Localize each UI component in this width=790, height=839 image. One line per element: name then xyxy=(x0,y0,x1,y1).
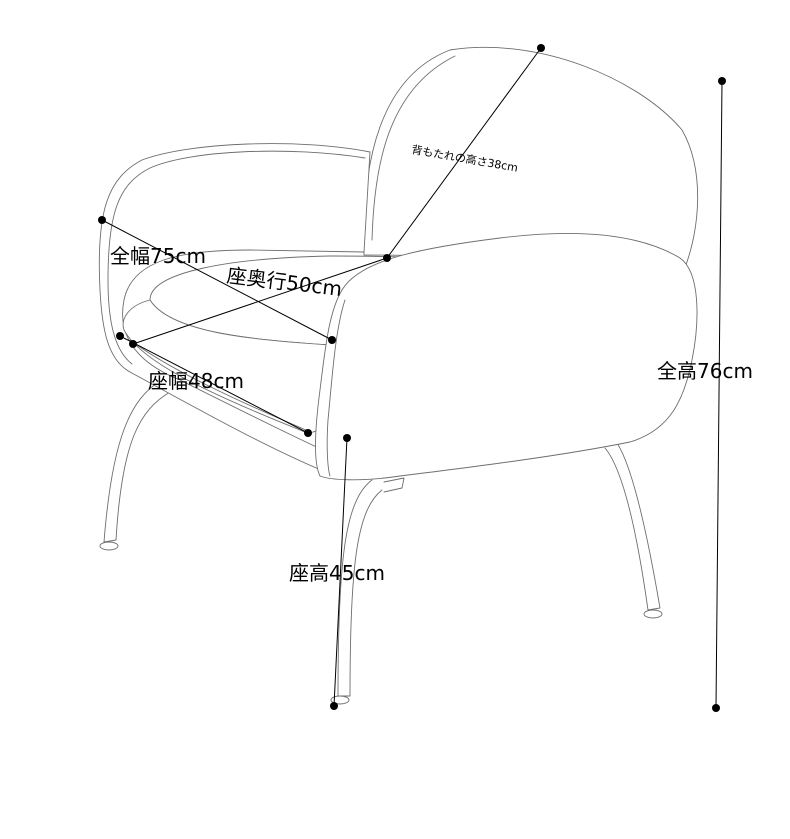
overall-width-line xyxy=(101,219,333,341)
back-height-end-dot xyxy=(537,44,545,52)
dimension-lines xyxy=(98,44,726,712)
seat-height-label: 座高45cm xyxy=(289,561,385,585)
seat-height-end-dot xyxy=(330,702,338,710)
overall-width-end-dot xyxy=(328,336,336,344)
overall-height-label: 全高76cm xyxy=(657,359,753,383)
seat-width-start-dot xyxy=(116,332,124,340)
seat-depth-line xyxy=(132,257,388,345)
overall-height-end-dot xyxy=(712,704,720,712)
seat-width-line xyxy=(119,335,309,434)
seat-height-start-dot xyxy=(343,434,351,442)
seat-width-label: 座幅48cm xyxy=(148,369,244,393)
overall-width-label: 全幅75cm xyxy=(110,244,206,268)
chair-leg-rear-right xyxy=(604,439,663,619)
chair-leg-rear-left xyxy=(99,379,171,551)
chair-arm-right xyxy=(314,232,698,481)
chair-drawing xyxy=(98,46,699,705)
overall-height-start-dot xyxy=(718,77,726,85)
overall-height-line xyxy=(715,80,723,709)
chair-arm-left xyxy=(98,143,371,479)
back-height-line xyxy=(386,47,542,259)
seat-width-end-dot xyxy=(304,429,312,437)
overall-width-start-dot xyxy=(98,216,106,224)
seat-height-line xyxy=(333,437,348,707)
chair-leg-front-left xyxy=(330,477,405,705)
